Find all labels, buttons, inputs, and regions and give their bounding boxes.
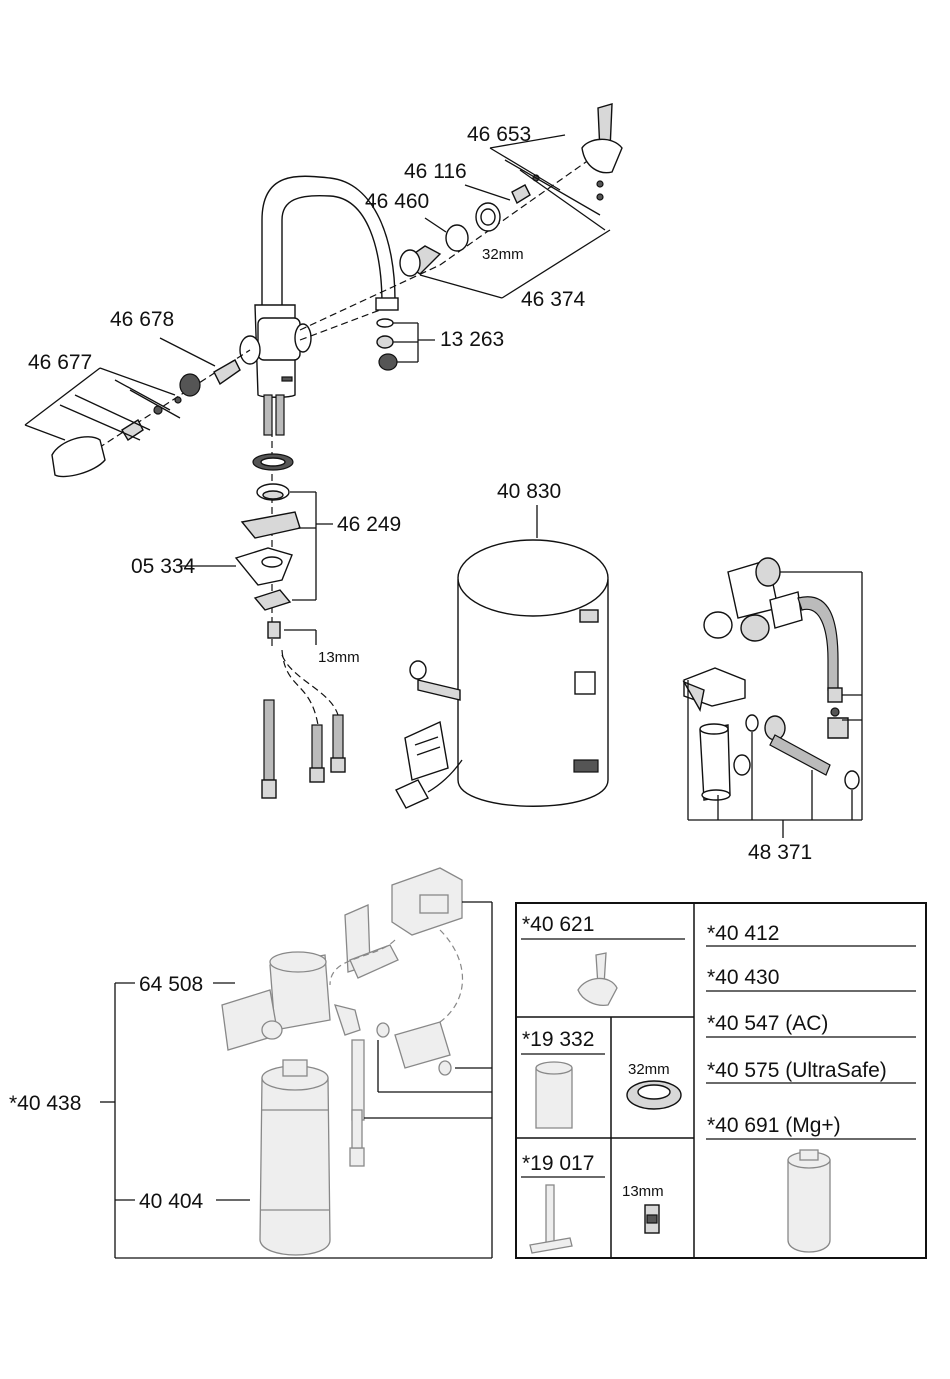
label-13263: 13 263 [440, 328, 504, 351]
label-46460: 46 460 [365, 190, 429, 213]
label-05334: 05 334 [131, 555, 196, 578]
label-size-13mm: 13mm [318, 649, 360, 666]
table-label-40412: *40 412 [707, 922, 779, 945]
table-label-40547: *40 547 (AC) [707, 1012, 828, 1035]
table-label-40621: *40 621 [522, 913, 594, 936]
label-40438: *40 438 [9, 1092, 81, 1115]
label-46249: 46 249 [337, 513, 401, 536]
boiler-unit [396, 505, 608, 808]
label-48371: 48 371 [748, 841, 812, 864]
mounting-hardware [180, 454, 333, 645]
label-64508: 64 508 [139, 973, 203, 996]
table-label-size-32mm: 32mm [628, 1061, 670, 1078]
table-label-40430: *40 430 [707, 966, 779, 989]
label-46677: 46 677 [28, 351, 92, 374]
table-label-19332: *19 332 [522, 1028, 594, 1051]
table-label-40691: *40 691 (Mg+) [707, 1114, 841, 1137]
label-46653: 46 653 [467, 123, 531, 146]
table-label-size-13mm: 13mm [622, 1183, 664, 1200]
label-40830: 40 830 [497, 480, 561, 503]
aerator-group [377, 319, 435, 370]
table-label-40575: *40 575 (UltraSafe) [707, 1059, 887, 1082]
label-46678: 46 678 [110, 308, 174, 331]
valve-set [684, 558, 862, 838]
label-46374: 46 374 [521, 288, 586, 311]
label-40404: 40 404 [139, 1190, 204, 1213]
label-size-32mm-top: 32mm [482, 246, 524, 263]
supply-hoses [262, 650, 345, 798]
table-label-19017: *19 017 [522, 1152, 594, 1175]
label-46116: 46 116 [404, 160, 467, 183]
